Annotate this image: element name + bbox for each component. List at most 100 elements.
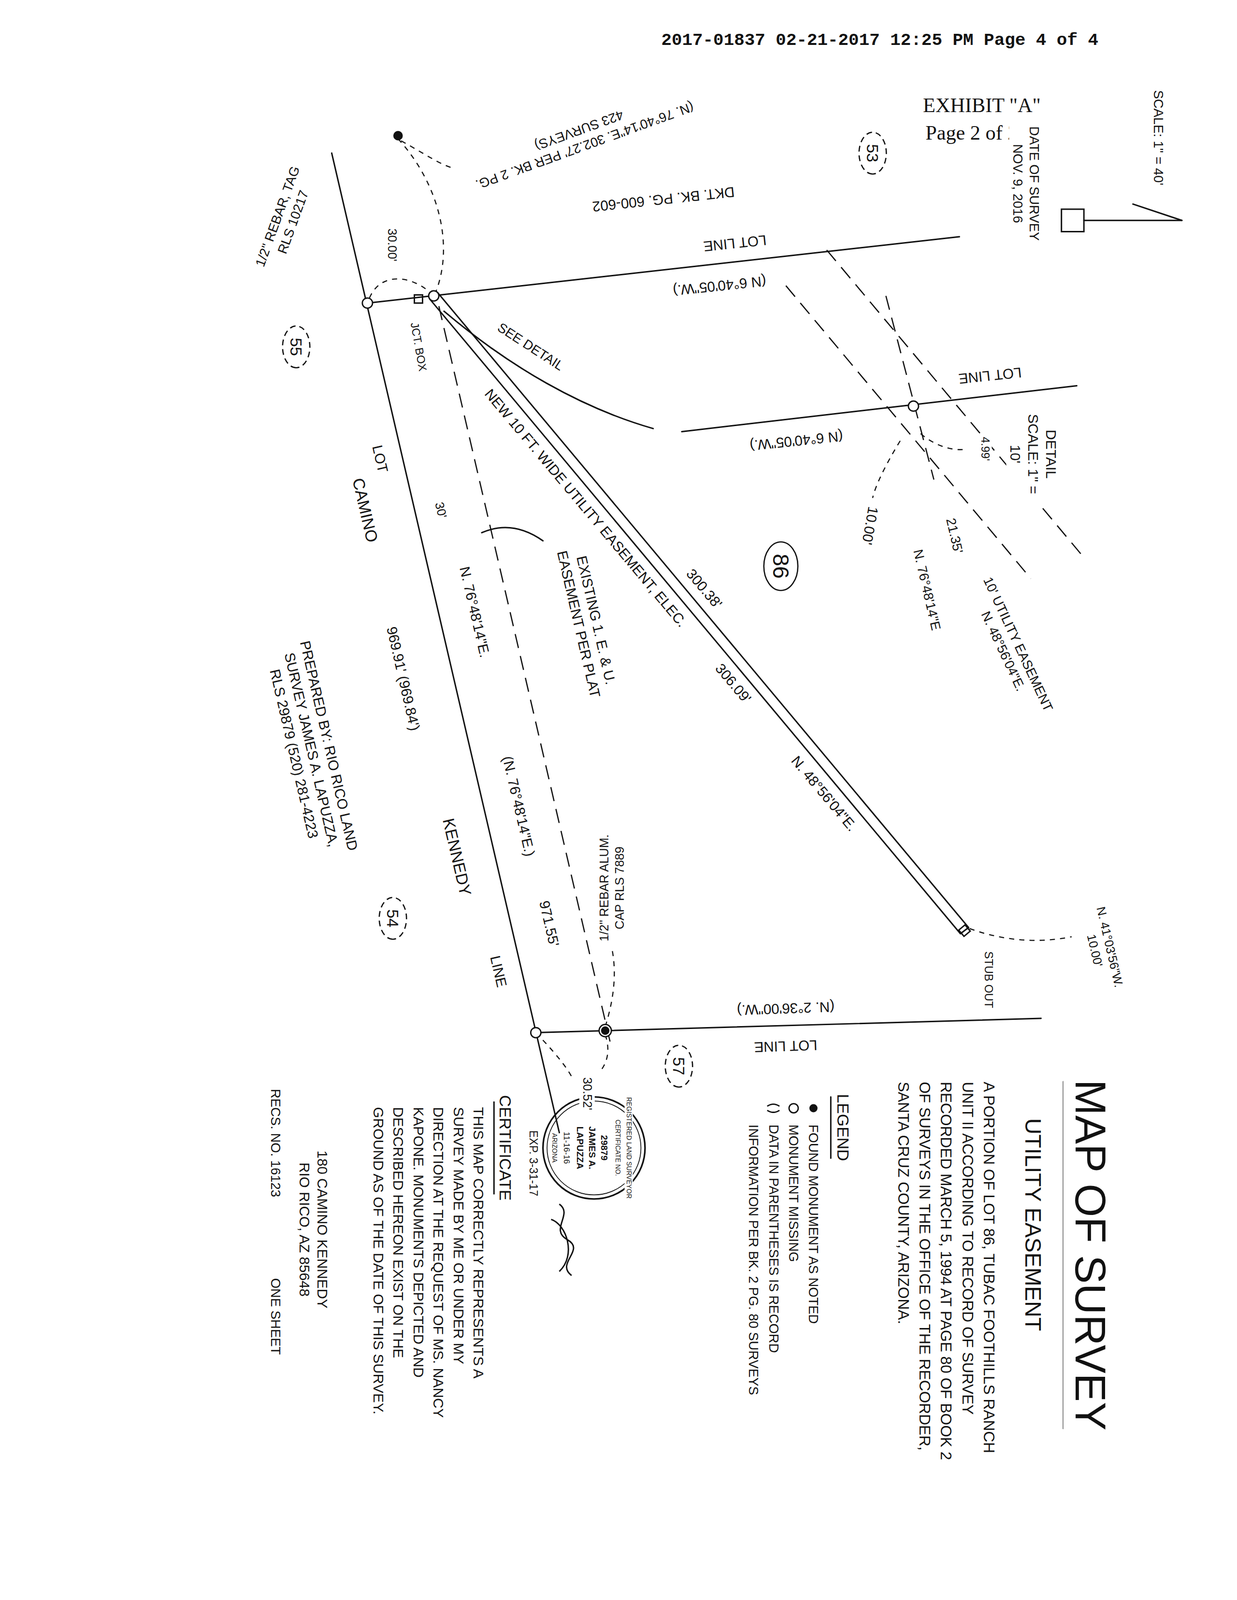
map-annotation: RECS. NO. 16123 <box>267 1087 284 1199</box>
detail-leader <box>444 311 654 429</box>
lot-ellipse <box>763 542 798 591</box>
map-annotation: 1/2" REBAR ALUM. CAP RLS 7889 <box>597 830 628 946</box>
junction-box <box>414 294 423 303</box>
monument-found <box>599 1024 612 1037</box>
map-annotation: CERTIFICATE NO. <box>613 1118 622 1179</box>
lot-number: 86 <box>768 553 793 579</box>
lot-number: 54 <box>384 909 403 928</box>
map-annotation: REGISTERED LAND SURVEYOR <box>624 1095 633 1201</box>
map-annotation: JAMES A. <box>586 1125 598 1172</box>
monuments <box>362 131 919 1038</box>
map-annotation: 29879 <box>598 1134 611 1163</box>
map-annotation: 10.00' <box>857 503 882 548</box>
map-annotation: 4.99' <box>978 435 993 463</box>
monument-missing <box>428 290 439 302</box>
map-annotation: N. 76°48'14"E <box>908 546 945 634</box>
monument-missing <box>362 298 373 309</box>
map-annotation: 2017-01837 02-21-2017 12:25 PM Page 4 of… <box>659 29 1100 52</box>
map-annotation: STUB OUT <box>980 949 995 1010</box>
legend-row: FOUND MONUMENT AS NOTED <box>803 1100 824 1407</box>
map-annotation: DKT. BK. PG. 600-602 <box>589 182 737 216</box>
map-annotation: EXISTING 1. E. & U. EASEMENT PER PLAT <box>550 537 623 708</box>
map-annotation: A PORTION OF LOT 86, TUBAC FOOTHILLS RAN… <box>892 1080 1000 1482</box>
map-annotation: 30.00' <box>384 227 400 263</box>
leader-line <box>369 278 432 298</box>
legend-text: MONUMENT MISSING <box>783 1124 804 1263</box>
map-title: MAP OF SURVEY <box>1063 1078 1117 1433</box>
lot-ellipse <box>379 897 407 940</box>
map-annotation: LOT LINE <box>701 230 769 256</box>
map-annotation: Page 2 of 2 <box>923 119 1020 146</box>
map-annotation: (N. 76°40'14"E. 302.27' PER BK. 2 PG. 42… <box>464 81 700 195</box>
monument-missing <box>530 1027 541 1038</box>
legend-block: FOUND MONUMENT AS NOTEDMONUMENT MISSINGD… <box>744 1100 824 1407</box>
stub-box <box>958 924 971 937</box>
monument-missing <box>908 401 919 412</box>
map-annotation: 10' UTILITY EASEMENT N. 48°56'04"E. <box>960 565 1061 731</box>
map-annotation: DATE OF SURVEY NOV. 9, 2016 <box>1008 120 1043 246</box>
map-annotation: 969.91' (969.84') <box>382 623 425 734</box>
map-annotation: 306.09' <box>710 659 756 709</box>
dashed-lines <box>438 250 1082 1044</box>
legend-underline <box>830 1097 832 1159</box>
legend-sample <box>789 1103 799 1113</box>
lot-number: 55 <box>287 337 305 357</box>
map-annotation: (N 6°40'05"W.) <box>670 272 769 301</box>
lot-number-circle: 55 <box>280 324 312 370</box>
lot-line <box>367 236 960 303</box>
map-annotation: CERTIFICATE <box>494 1093 516 1203</box>
lot-ellipse <box>859 132 887 174</box>
lot-line <box>331 153 560 1134</box>
certificate-underline <box>493 1102 495 1194</box>
leader-line <box>401 140 455 169</box>
map-annotation: LEGEND <box>833 1093 854 1164</box>
lot-ellipse <box>282 326 310 368</box>
map-annotation: 971.55' <box>534 897 564 950</box>
map-annotation: UTILITY EASEMENT <box>1019 1116 1048 1333</box>
lot-ellipse <box>664 1045 693 1088</box>
monument-found <box>393 131 403 140</box>
leader-line <box>969 928 1072 941</box>
leader-line <box>872 440 901 498</box>
map-annotation: N. 48°56'04"E. <box>786 751 862 837</box>
lot-number-circle: 86 <box>762 540 800 593</box>
monument-found <box>601 1027 609 1035</box>
map-annotation: 30' <box>431 499 451 522</box>
easement-edge <box>437 292 969 928</box>
map-annotation: LOT LINE <box>956 363 1024 389</box>
lot-number: 53 <box>863 143 882 163</box>
legend-symbol <box>765 1100 782 1117</box>
map-annotation: ARIZONA <box>549 1132 559 1165</box>
north-arrow <box>1133 203 1182 221</box>
legend-row: MONUMENT MISSING <box>783 1100 804 1407</box>
map-annotation: LINE <box>485 952 511 991</box>
north-arrow <box>1083 219 1182 222</box>
lot-number-circle: 54 <box>377 896 409 941</box>
leader-line <box>600 1035 608 1072</box>
legend-text: DATA IN PARENTHESES IS RECORD INFORMATIO… <box>744 1124 784 1407</box>
map-annotation: SEE DETAIL <box>493 318 569 375</box>
map-annotation: JCT. BOX <box>406 319 430 374</box>
north-symbol <box>1061 209 1084 232</box>
map-annotation: 1/2" REBAR, TAG RLS 10217 <box>250 159 321 279</box>
map-annotation: 11-16-16 <box>561 1130 572 1166</box>
map-annotation: LAPUZZA <box>574 1125 586 1172</box>
lot-number-circle: 53 <box>857 130 889 176</box>
map-annotation: DETAIL SCALE: 1" = 10' <box>1006 401 1060 507</box>
legend-text: FOUND MONUMENT AS NOTED <box>803 1124 824 1325</box>
leader-line <box>605 951 615 1027</box>
lot-number: 57 <box>669 1057 688 1076</box>
map-annotation: (N. 76°48'14"E.) <box>497 752 539 860</box>
map-annotation: N. 41°03'56"W. 10.00' <box>1075 894 1130 1004</box>
map-annotation: (N. 2°36'00"W.) <box>735 997 837 1020</box>
legend-row: DATA IN PARENTHESES IS RECORD INFORMATIO… <box>744 1100 784 1407</box>
map-annotation: 300.38' <box>681 564 727 614</box>
map-annotation: KENNEDY <box>438 815 477 900</box>
legend-sample <box>809 1104 818 1113</box>
map-annotation: (N 6°40'05"W.) <box>747 427 846 456</box>
map-annotation: LOT <box>367 442 392 476</box>
boundary-lines <box>331 153 1182 1429</box>
legend-symbol <box>785 1100 802 1117</box>
